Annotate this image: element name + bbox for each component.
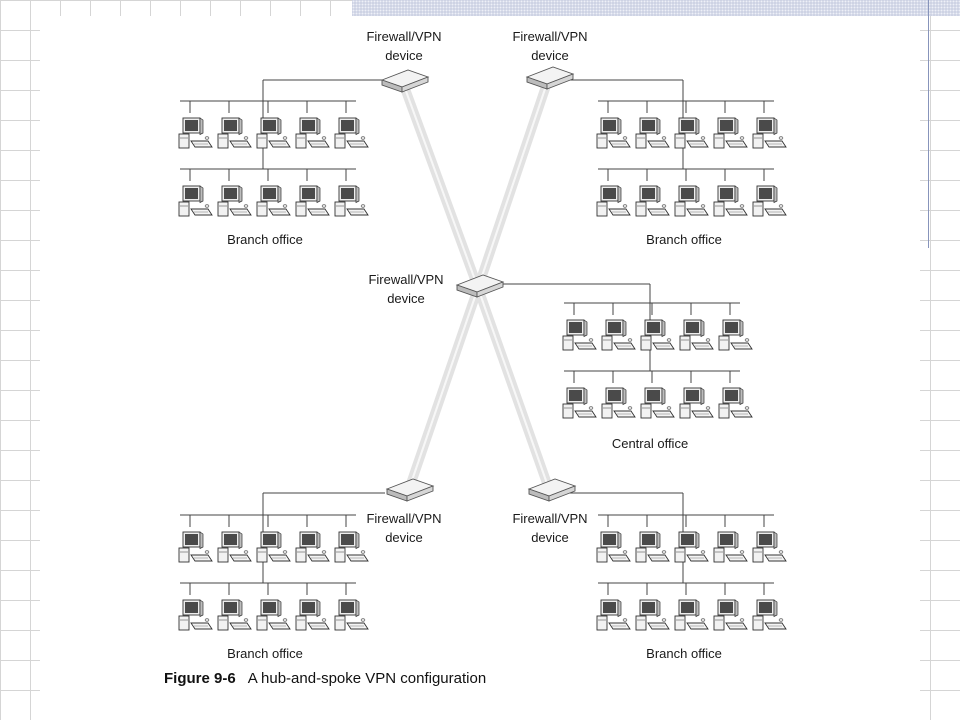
branch-office-top-right-pc-5 <box>752 117 787 149</box>
vpn-tunnel-4 <box>479 287 555 493</box>
vpn-tunnel-3 <box>403 287 477 493</box>
branch-office-top-left-pc-7 <box>217 185 252 217</box>
branch-office-bottom-left-pc-4 <box>295 531 330 563</box>
branch-office-top-left-pc-1 <box>178 117 213 149</box>
branch-office-top-left-pc-2 <box>217 117 252 149</box>
branch-office-label-bottom-left: Branch office <box>227 646 303 661</box>
vpn-tunnel-2 <box>479 79 553 289</box>
branch-office-bottom-left-pc-1 <box>178 531 213 563</box>
vpn-tunnel-4 <box>477 287 551 493</box>
branch-office-bottom-left-pc-6 <box>178 599 213 631</box>
central-office-pc-1 <box>562 319 597 351</box>
branch-office-bottom-right-pc-7 <box>635 599 670 631</box>
central-office-pc-4 <box>679 319 714 351</box>
branch-office-bottom-right-pc-10 <box>752 599 787 631</box>
branch-office-bottom-right-pc-4 <box>713 531 748 563</box>
branch-device-label-top-left: Firewall/VPN device <box>366 29 442 63</box>
vpn-tunnel-1 <box>404 82 483 289</box>
branch-office-bottom-left-pc-8 <box>256 599 291 631</box>
branch-device-label-bottom-right: Firewall/VPN device <box>512 511 588 545</box>
vpn-tunnel-1 <box>402 82 479 289</box>
firewall-vpn-device-top-right <box>526 66 574 90</box>
vpn-tunnel-4 <box>473 287 549 493</box>
central-office-pc-8 <box>640 387 675 419</box>
vpn-tunnel-2 <box>477 79 549 289</box>
branch-office-top-left-pc-3 <box>256 117 291 149</box>
branch-office-top-left-pc-4 <box>295 117 330 149</box>
branch-office-top-right-pc-9 <box>713 185 748 217</box>
vpn-tunnel-2 <box>473 79 547 289</box>
firewall-vpn-device-top-left <box>381 69 429 93</box>
central-office-pc-7 <box>601 387 636 419</box>
branch-office-bottom-left-pc-9 <box>295 599 330 631</box>
branch-office-top-right-pc-7 <box>635 185 670 217</box>
figure-caption: Figure 9-6 A hub-and-spoke VPN configurat… <box>164 670 486 687</box>
central-office-pc-10 <box>718 387 753 419</box>
vpn-tunnel-3 <box>409 287 483 493</box>
branch-office-bottom-left-pc-7 <box>217 599 252 631</box>
slide-header-stripe <box>352 0 960 16</box>
vpn-tunnel-1 <box>398 82 477 289</box>
branch-office-bottom-right-pc-6 <box>596 599 631 631</box>
branch-office-top-left-pc-6 <box>178 185 213 217</box>
central-office-label: Central office <box>611 436 689 451</box>
branch-office-bottom-right-pc-3 <box>674 531 709 563</box>
branch-office-top-right-pc-1 <box>596 117 631 149</box>
branch-office-top-right-pc-4 <box>713 117 748 149</box>
firewall-vpn-device-bottom-left <box>386 478 434 502</box>
slide-vertical-rule <box>928 0 929 248</box>
branch-office-top-right-pc-6 <box>596 185 631 217</box>
workstations <box>178 117 787 631</box>
branch-office-top-right-pc-3 <box>674 117 709 149</box>
vpn-tunnel-3 <box>407 287 479 493</box>
central-office-pc-2 <box>601 319 636 351</box>
figure-number: Figure 9-6 <box>164 670 236 687</box>
central-office-pc-9 <box>679 387 714 419</box>
branch-office-bottom-left-pc-10 <box>334 599 369 631</box>
branch-office-top-right-pc-10 <box>752 185 787 217</box>
branch-office-bottom-right-pc-9 <box>713 599 748 631</box>
branch-office-bottom-left-pc-2 <box>217 531 252 563</box>
central-office-pc-3 <box>640 319 675 351</box>
branch-office-bottom-right-pc-2 <box>635 531 670 563</box>
vpn-tunnels <box>398 79 555 493</box>
branch-office-label-bottom-right: Branch office <box>646 646 722 661</box>
central-office-pc-6 <box>562 387 597 419</box>
central-office-pc-5 <box>718 319 753 351</box>
branch-device-label-bottom-left: Firewall/VPN device <box>366 511 442 545</box>
hub-device-label: Firewall/VPN device <box>368 272 444 306</box>
branch-office-label-top-left: Branch office <box>227 232 303 247</box>
branch-device-label-top-right: Firewall/VPN device <box>512 29 588 63</box>
branch-office-top-right-pc-8 <box>674 185 709 217</box>
branch-office-bottom-right-pc-8 <box>674 599 709 631</box>
firewall-vpn-device-bottom-right <box>528 478 576 502</box>
branch-office-top-left-pc-10 <box>334 185 369 217</box>
branch-office-top-right-pc-2 <box>635 117 670 149</box>
branch-office-bottom-right-pc-5 <box>752 531 787 563</box>
branch-office-top-left-pc-9 <box>295 185 330 217</box>
firewall-vpn-device-hub <box>456 274 504 298</box>
branch-office-label-top-right: Branch office <box>646 232 722 247</box>
branch-office-bottom-left-pc-3 <box>256 531 291 563</box>
branch-office-top-left-pc-8 <box>256 185 291 217</box>
figure-caption-text: A hub-and-spoke VPN configuration <box>247 670 487 687</box>
branch-office-top-left-pc-5 <box>334 117 369 149</box>
